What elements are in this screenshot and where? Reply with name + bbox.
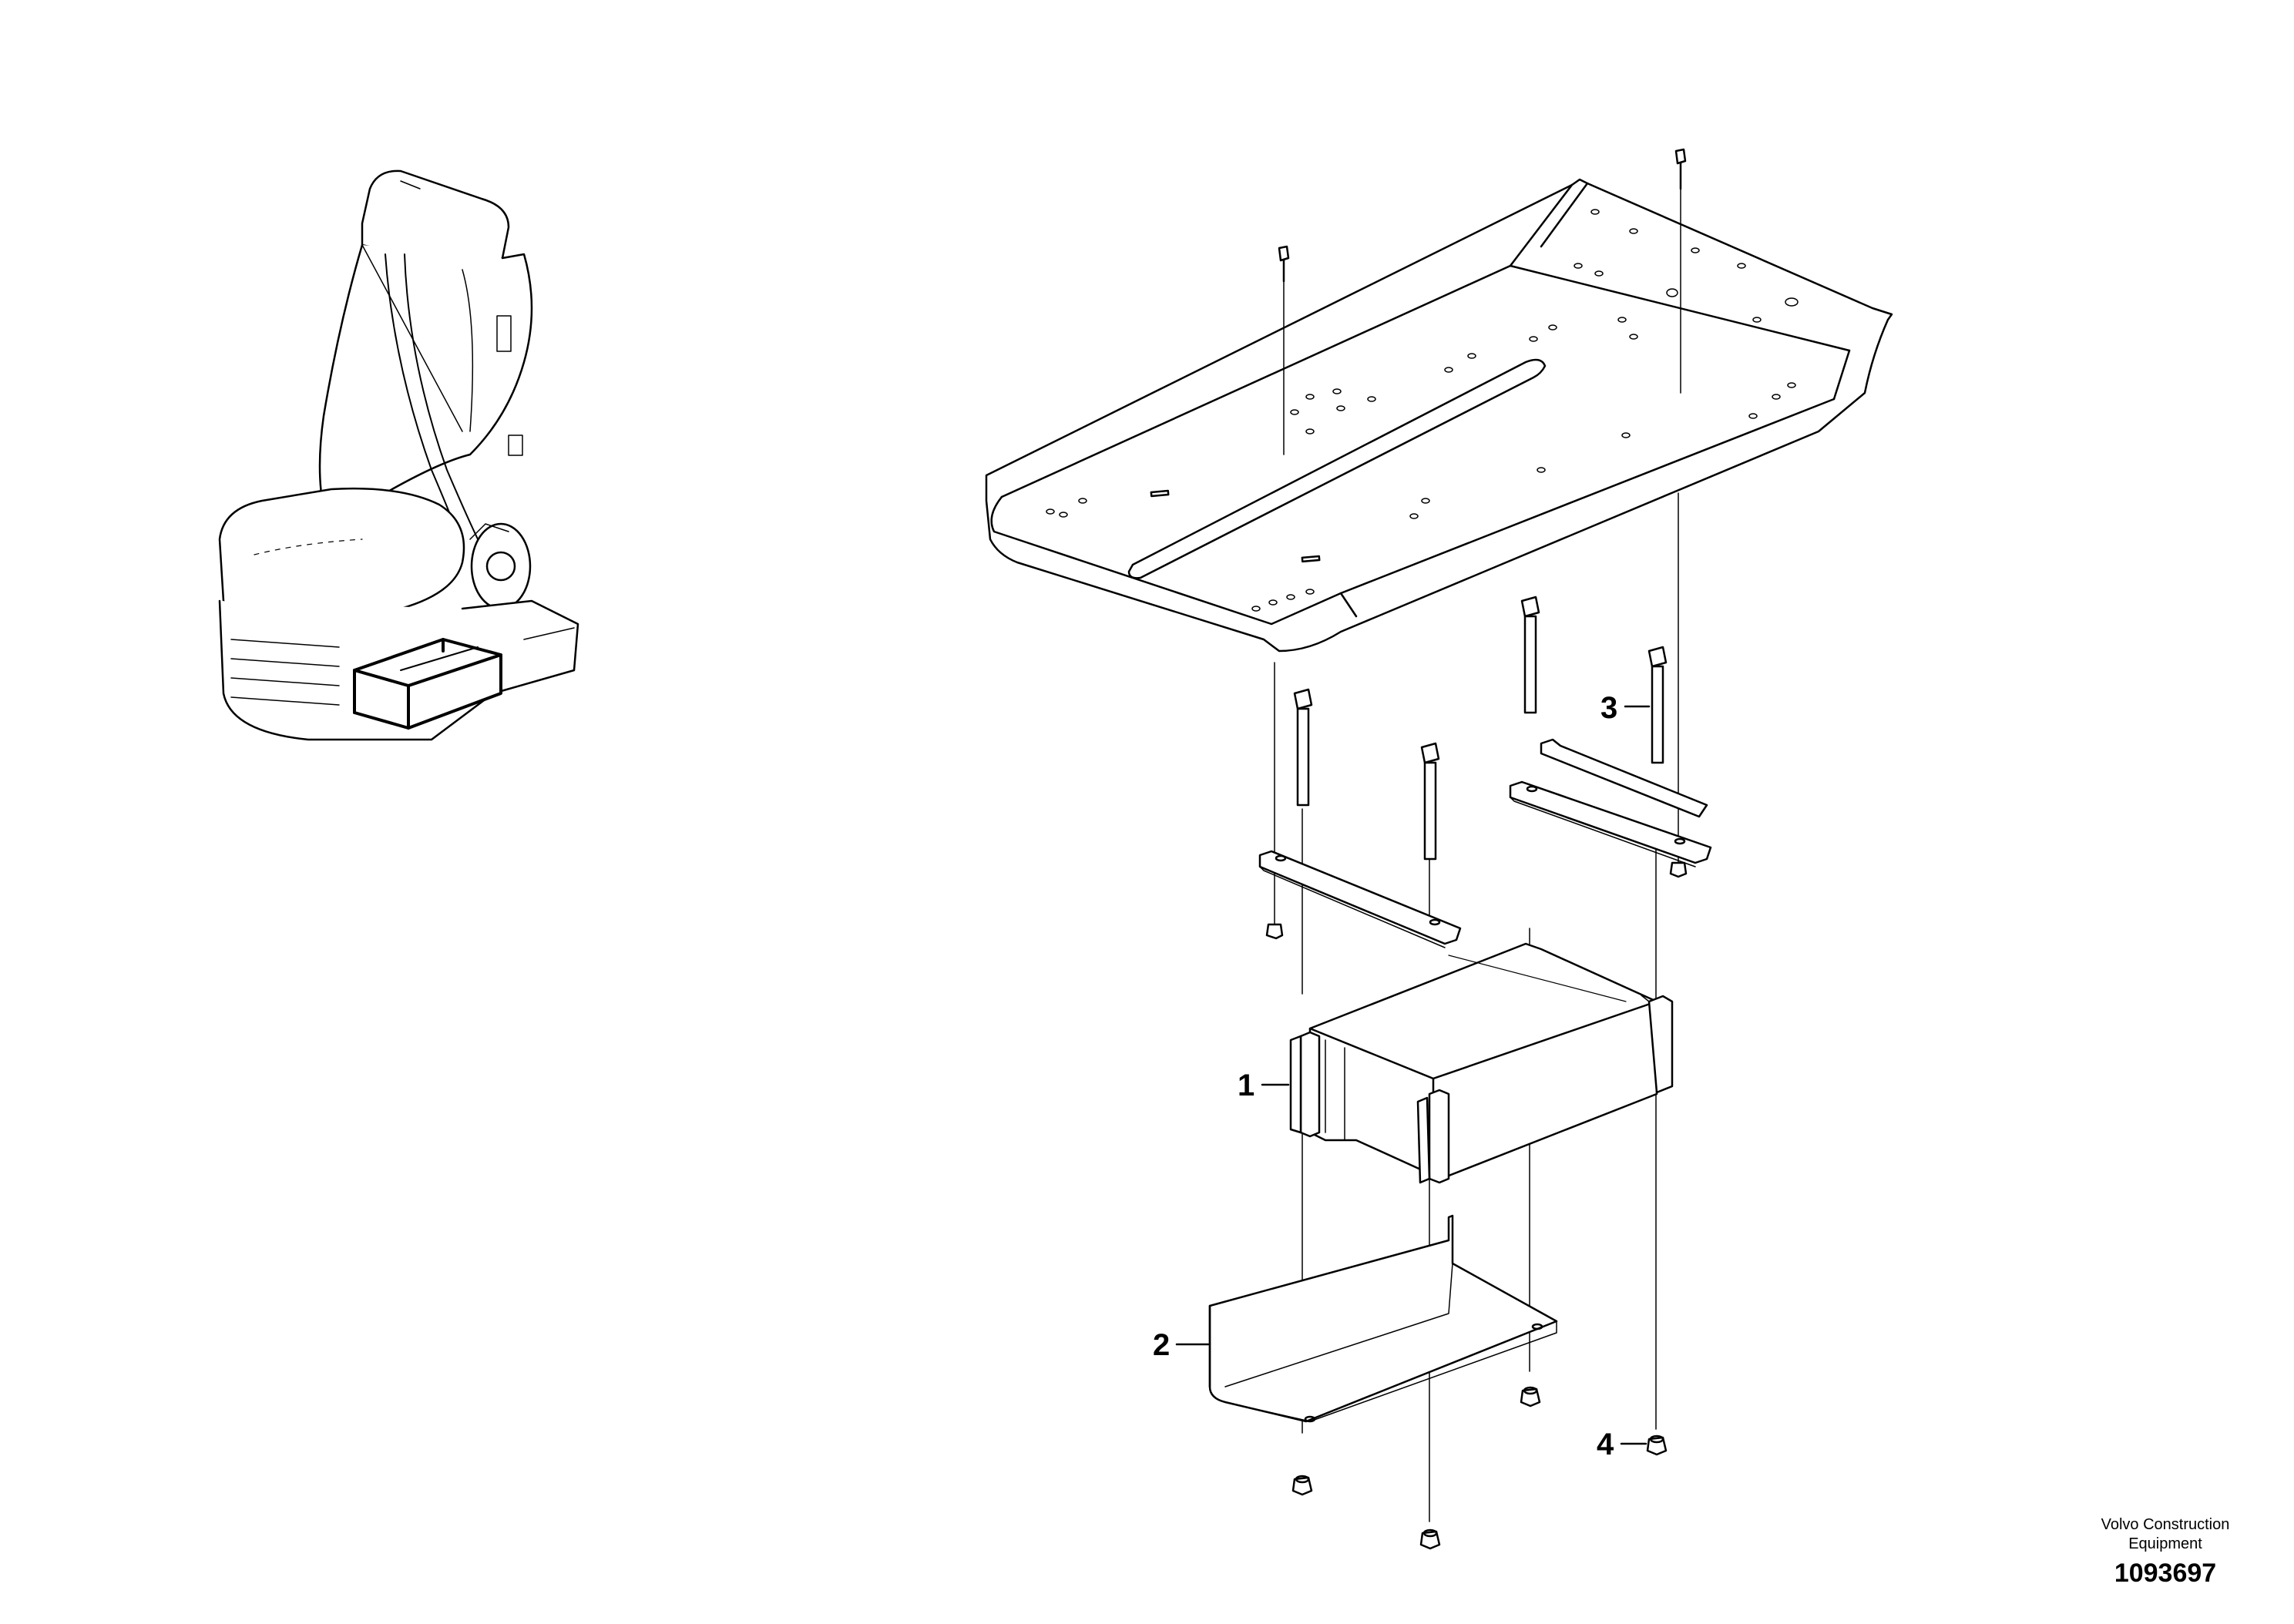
seat-console-plate [985, 178, 1893, 653]
control-unit [1289, 942, 1674, 1184]
footer-doc-number: 1093697 [2114, 1559, 2216, 1588]
long-bolt-4 [1647, 646, 1668, 764]
mounting-strip-left [1258, 850, 1462, 948]
nut-bottom-center [1419, 1528, 1441, 1550]
cover-plate [1208, 1214, 1558, 1423]
nut-bottom-right [1646, 1434, 1668, 1456]
operator-seat-overview [218, 169, 579, 741]
leader-lines [1175, 705, 1651, 1445]
callout-1: 1 [1238, 1069, 1254, 1102]
top-bolt-left [1278, 245, 1290, 455]
mounting-strip-right [1509, 780, 1712, 867]
nut-bottom-left [1291, 1475, 1313, 1496]
nut-top-left [1265, 923, 1284, 940]
callout-2: 2 [1153, 1328, 1170, 1362]
nut-top-right [1669, 861, 1688, 878]
long-bolt-2 [1420, 742, 1440, 861]
nut-bottom-mid [1520, 1386, 1541, 1408]
footer-company-line1: Volvo Construction [2101, 1516, 2230, 1533]
callout-4: 4 [1597, 1428, 1614, 1461]
callout-3: 3 [1600, 691, 1617, 725]
mounting-strip-top [1540, 738, 1708, 818]
long-bolt-3 [1520, 596, 1540, 714]
footer-company-line2: Equipment [2128, 1535, 2202, 1552]
top-bolt-right [1674, 148, 1687, 394]
long-bolt-1 [1293, 688, 1313, 807]
